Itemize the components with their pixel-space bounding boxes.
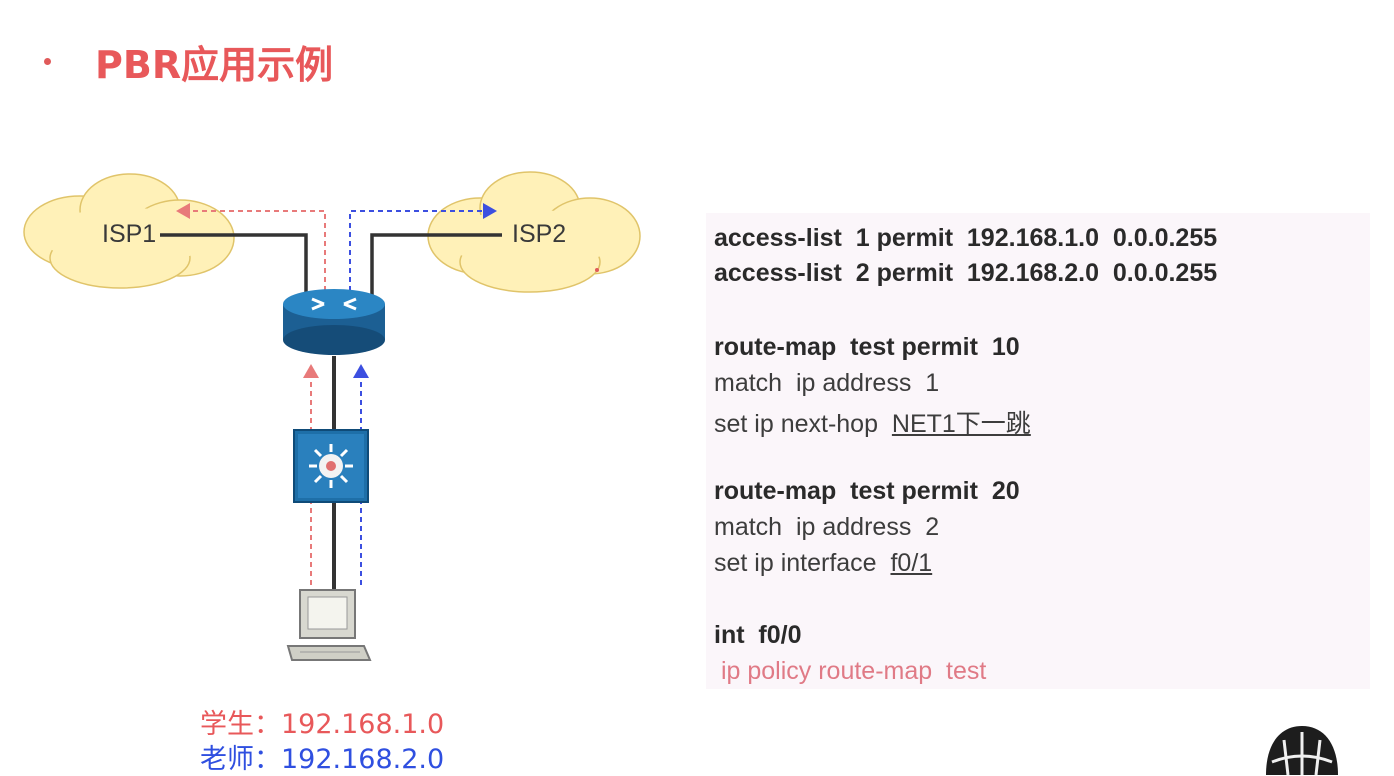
student-separator: ： — [254, 709, 281, 740]
slide-title-row: PBR应用示例 — [44, 34, 333, 89]
bullet-icon — [44, 58, 51, 65]
multilayer-switch-icon — [293, 429, 369, 503]
teacher-separator: ： — [254, 744, 281, 775]
student-network-address: 192.168.1.0 — [281, 709, 445, 740]
slide-title: PBR应用示例 — [95, 43, 334, 87]
teacher-network: 老师：192.168.2.0 — [200, 737, 444, 776]
config-routemap-10-set-prefix: set ip next-hop — [714, 410, 892, 438]
config-acl-1: access-list 1 permit 192.168.1.0 0.0.0.2… — [714, 224, 1218, 252]
config-routemap-10-set: set ip next-hop NET1下一跳 — [714, 404, 1031, 440]
isp1-cloud-icon — [23, 173, 235, 289]
config-routemap-10-next-hop: NET1下一跳 — [891, 410, 1031, 438]
isp2-cloud-icon — [427, 171, 641, 293]
config-panel: access-list 1 permit 192.168.1.0 0.0.0.2… — [706, 213, 1370, 689]
teacher-network-address: 192.168.2.0 — [281, 744, 445, 775]
isp2-label: ISP2 — [512, 220, 567, 248]
teacher-label: 老师 — [200, 744, 254, 775]
network-diagram — [23, 171, 641, 661]
config-ip-policy: ip policy route-map test — [714, 657, 987, 685]
config-interface: int f0/0 — [714, 621, 802, 649]
pc-icon — [286, 589, 372, 661]
config-routemap-20-set-prefix: set ip interface — [714, 549, 891, 577]
config-acl-2: access-list 2 permit 192.168.2.0 0.0.0.2… — [714, 259, 1218, 287]
config-routemap-20-set: set ip interface f0/1 — [714, 549, 932, 578]
config-routemap-10-match: match ip address 1 — [714, 369, 940, 397]
config-routemap-20: route-map test permit 20 — [714, 477, 1020, 505]
config-routemap-20-match: match ip address 2 — [714, 513, 940, 541]
config-routemap-10: route-map test permit 10 — [714, 333, 1020, 361]
student-flow-up — [176, 203, 326, 300]
teacher-flow-up — [349, 203, 497, 300]
student-network: 学生：192.168.1.0 — [200, 702, 444, 741]
logo-icon — [1266, 726, 1338, 775]
router-icon — [283, 289, 385, 355]
isp1-label: ISP1 — [102, 220, 157, 248]
config-routemap-20-interface: f0/1 — [890, 549, 933, 577]
student-label: 学生 — [200, 709, 254, 740]
isp2-link — [370, 233, 502, 300]
isp1-link — [160, 233, 308, 300]
